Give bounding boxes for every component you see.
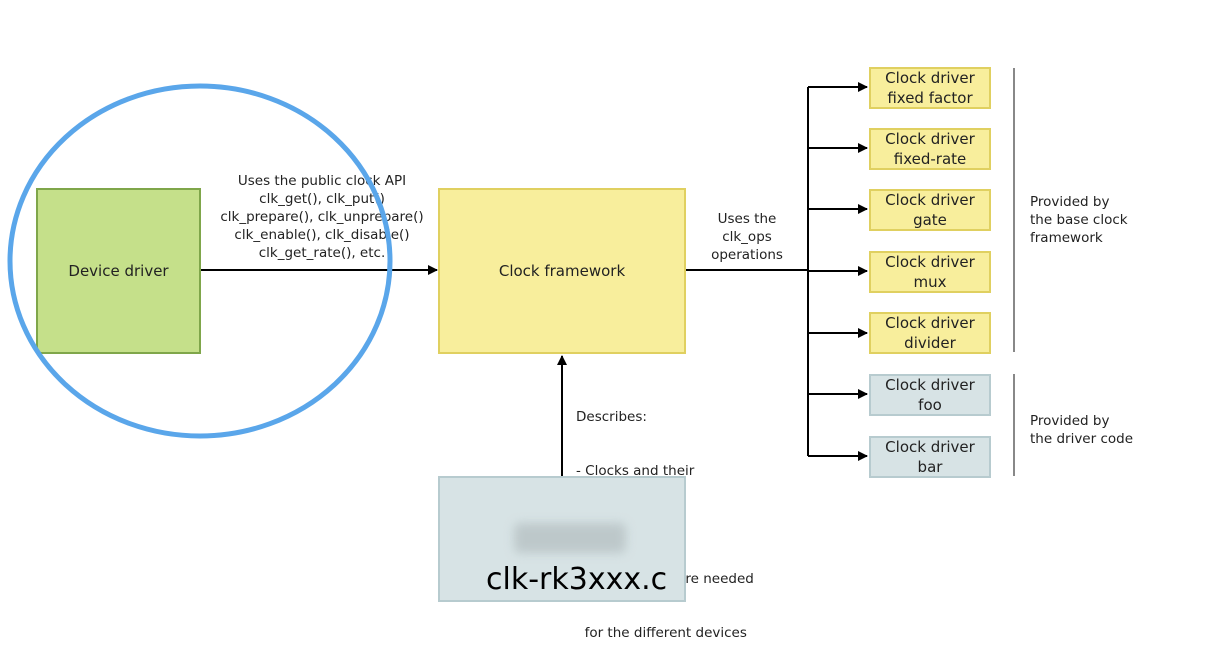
driver-box-line1: Clock driver [885,314,975,332]
device-driver-label: Device driver [68,262,169,280]
driver-group-note-line: Provided by [1030,413,1110,429]
api-note-line: clk_get(), clk_put() [259,191,385,207]
api-note-line: clk_prepare(), clk_unprepare() [220,209,424,225]
driver-box-line2: foo [918,396,942,414]
driver-box-fixed-factor: Clock driver fixed factor [869,67,991,109]
ops-note-line: clk_ops [722,229,772,245]
base-group-note-line: framework [1030,230,1103,246]
describes-note-line: for the different devices [576,625,747,641]
base-group-note-line: the base clock [1030,212,1128,228]
describes-note-line: - Clocks and their [576,463,695,479]
driver-box-fixed-rate: Clock driver fixed-rate [869,128,991,170]
driver-box-line2: bar [917,458,943,476]
base-group-note-line: Provided by [1030,194,1110,210]
redacted-text [514,523,626,553]
ops-note-line: Uses the [717,211,777,227]
clock-framework-label: Clock framework [498,262,626,280]
driver-box-line2: mux [913,273,947,291]
driver-box-line2: fixed-rate [893,150,967,168]
api-note: Uses the public clock API clk_get(), clk… [206,172,438,262]
device-driver-box: Device driver [36,188,201,354]
driver-box-line2: divider [904,334,956,352]
driver-box-line1: Clock driver [885,69,975,87]
driver-group-note: Provided by the driver code [1030,412,1133,448]
driver-box-gate: Clock driver gate [869,189,991,231]
driver-box-line1: Clock driver [885,130,975,148]
driver-box-line2: gate [913,211,947,229]
source-file-label: clk-rk3xxx.c [486,562,668,597]
driver-box-line1: Clock driver [885,438,975,456]
driver-box-foo: Clock driver foo [869,374,991,416]
driver-group-note-line: the driver code [1030,431,1134,447]
driver-box-line1: Clock driver [885,376,975,394]
driver-box-line2: fixed factor [887,89,973,107]
base-group-note: Provided by the base clock framework [1030,193,1128,247]
driver-box-line1: Clock driver [885,253,975,271]
api-note-line: clk_enable(), clk_disable() [234,227,410,243]
driver-box-divider: Clock driver divider [869,312,991,354]
api-note-line: clk_get_rate(), etc. [258,245,386,261]
driver-box-bar: Clock driver bar [869,436,991,478]
ops-note: Uses the clk_ops operations [700,210,794,264]
describes-note-line: Describes: [576,409,647,425]
driver-box-line1: Clock driver [885,191,975,209]
ops-note-line: operations [711,247,783,263]
api-note-line: Uses the public clock API [237,173,407,189]
clock-framework-box: Clock framework [438,188,686,354]
driver-box-mux: Clock driver mux [869,251,991,293]
connector-layer [200,68,1015,476]
